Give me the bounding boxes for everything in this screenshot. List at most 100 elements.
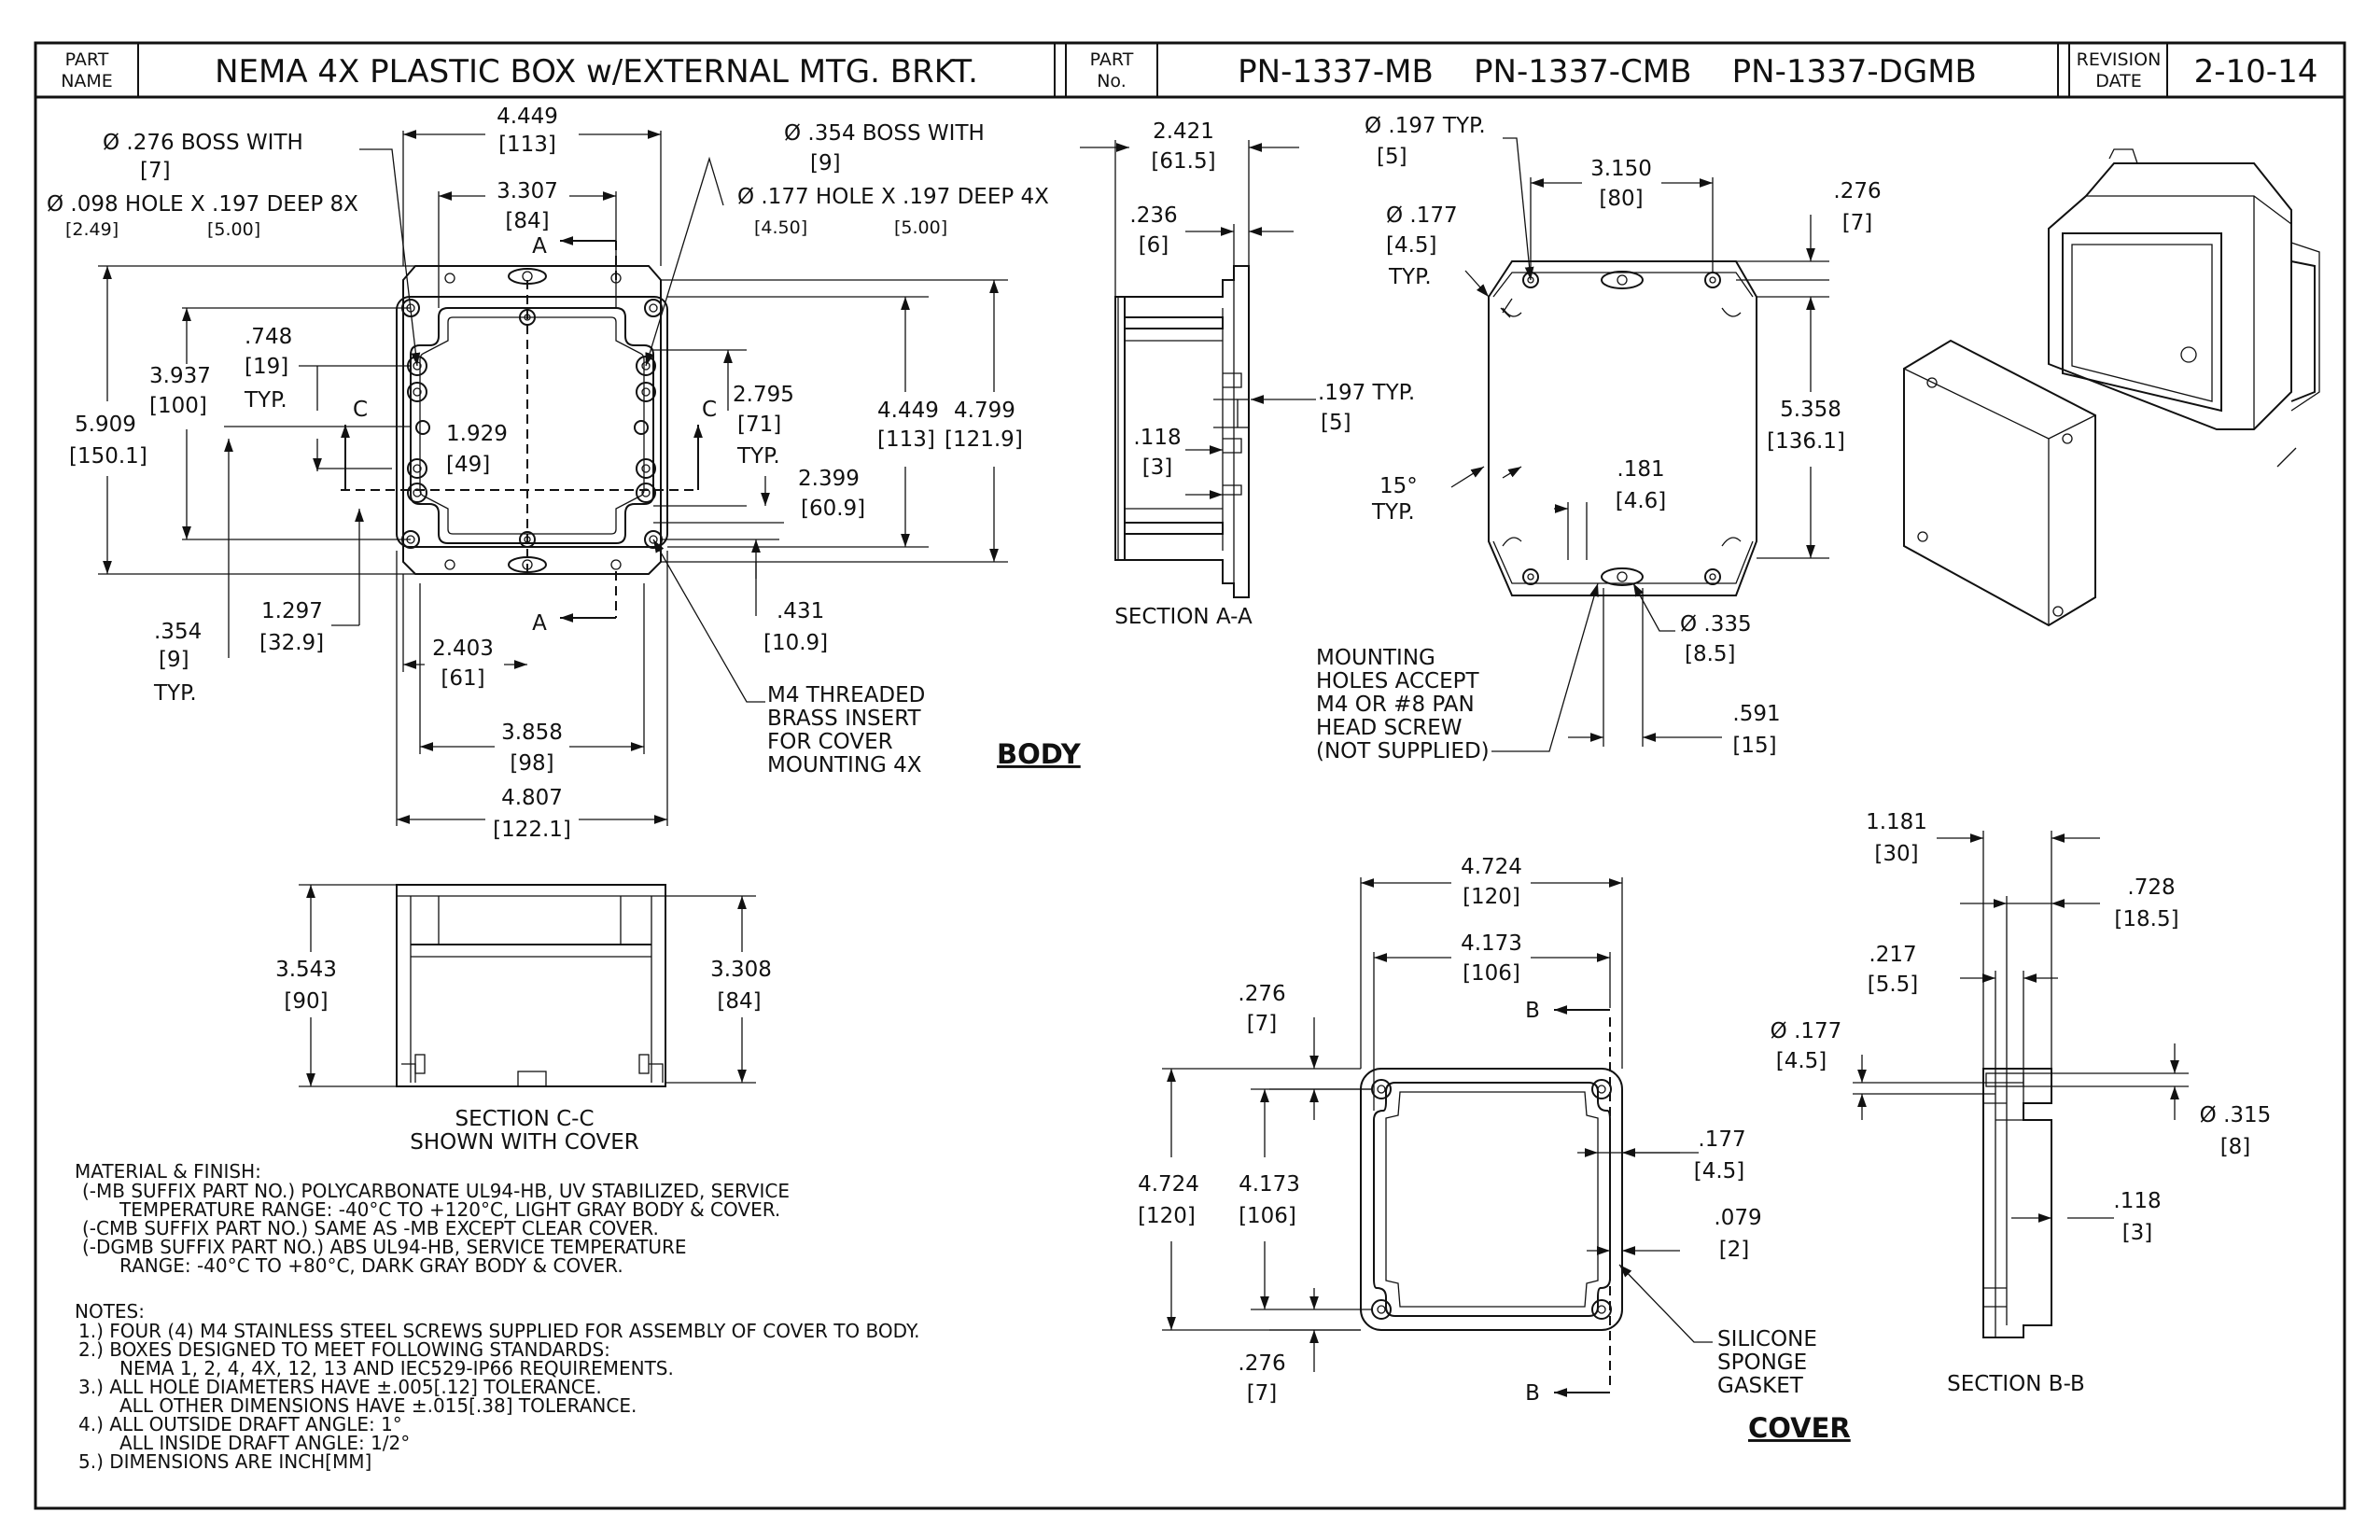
dimension-label: TYP. (153, 681, 197, 706)
dimension-label: [100] (149, 394, 207, 418)
dimension-label: .276 (1833, 179, 1881, 203)
dimension-label: [4.50] (754, 217, 807, 238)
dimension-label: 4.724 (1461, 855, 1522, 879)
dimension-label: 4.173 (1461, 931, 1522, 956)
dimension-label: [4.5] (1386, 233, 1437, 258)
dimension-label: C (353, 398, 368, 422)
cover-view (1360, 1017, 1623, 1391)
dimension-label: TYP. (736, 444, 780, 469)
cover-view-label: COVER (1748, 1412, 1851, 1444)
dimension-label: 3.858 (501, 721, 563, 745)
dimension-label: ALL INSIDE DRAFT ANGLE: 1/2° (119, 1432, 410, 1454)
dimension-label: 3.937 (149, 364, 211, 388)
dimension-label: .181 (1617, 457, 1664, 482)
dimension-label: Ø .177 HOLE X .197 DEEP 4X (737, 185, 1049, 209)
dimension-label: 5.358 (1780, 398, 1841, 422)
dimension-label: [18.5] (2114, 907, 2178, 931)
dimension-label: Ø .177 (1386, 203, 1458, 228)
section-bb-label: SECTION B-B (1947, 1372, 2085, 1396)
dimension-label: [4.5] (1694, 1159, 1745, 1183)
sheet-border (34, 41, 2346, 1510)
dimension-label: 15° (1379, 474, 1418, 498)
dimension-label: A (532, 234, 547, 259)
dimension-label: Ø .276 BOSS WITH (103, 131, 303, 155)
dimension-label: [113] (498, 133, 556, 157)
dimension-label: [2.49] (65, 219, 119, 240)
dimension-label: .118 (1133, 426, 1181, 450)
dimension-label: B (1525, 999, 1540, 1023)
dimension-label: [9] (810, 151, 841, 175)
dimension-label: .728 (2127, 875, 2175, 900)
section-bb-dimensions: 1.181 [30] .728 [18.5] .217 [5.5] Ø .177… (1771, 810, 2272, 1396)
dimension-label: [4.5] (1776, 1049, 1827, 1073)
dimension-label: [5.00] (894, 217, 947, 238)
section-aa (1114, 265, 1250, 598)
dimension-label: [120] (1138, 1204, 1196, 1228)
dimension-label: [90] (284, 989, 328, 1014)
dimension-label: [10.9] (763, 631, 828, 655)
section-cc-dimensions: 3.543 [90] 3.308 [84] SECTION C-C SHOWN … (275, 884, 772, 1155)
dimension-label: 4.173 (1239, 1172, 1300, 1197)
dimension-label: 3.307 (497, 179, 558, 203)
dimension-label: .276 (1238, 1351, 1285, 1376)
dimension-label: [61.5] (1151, 149, 1215, 174)
dimension-label: .197 TYP. (1318, 381, 1415, 405)
dimension-label: BRASS INSERT (767, 707, 921, 731)
dimension-label: .079 (1714, 1206, 1761, 1230)
dimension-label: 4.799 (954, 399, 1015, 423)
dimension-label: 2.403 (432, 637, 494, 661)
dimension-label: 2.795 (733, 383, 794, 407)
dimension-label: 5.) DIMENSIONS ARE INCH[MM] (78, 1450, 371, 1473)
dimension-label: 1.297 (261, 599, 323, 623)
revision-label-2: DATE (2095, 71, 2141, 91)
dimension-label: [3] (2122, 1221, 2153, 1245)
dimension-label: 2.421 (1153, 119, 1214, 144)
dimension-label: MOUNTING 4X (767, 753, 922, 777)
dimension-label: [15] (1732, 734, 1776, 758)
dimension-label: GASKET (1717, 1374, 1804, 1398)
dimension-label: MATERIAL & FINISH: (75, 1160, 261, 1183)
dimension-label: [7] (140, 159, 171, 183)
dimension-label: [121.9] (945, 427, 1023, 452)
dimension-label: [4.6] (1616, 489, 1667, 513)
part-name: NEMA 4X PLASTIC BOX w/EXTERNAL MTG. BRKT… (215, 53, 978, 91)
dimension-label: (-MB SUFFIX PART NO.) POLYCARBONATE UL94… (82, 1180, 790, 1202)
dimension-label: .591 (1732, 702, 1780, 726)
revision-date: 2-10-14 (2194, 53, 2318, 91)
dimension-label: 2.) BOXES DESIGNED TO MEET FOLLOWING STA… (78, 1338, 610, 1361)
dimension-label: [5.00] (207, 219, 260, 240)
dimension-label: SECTION C-C (455, 1107, 594, 1131)
dimension-label: [7] (1247, 1381, 1278, 1406)
dimension-label: [3] (1142, 455, 1173, 480)
dimension-label: .748 (245, 325, 292, 349)
dimension-label: 2.399 (798, 467, 860, 491)
dimension-label: 4.449 (877, 399, 939, 423)
dimension-label: [120] (1463, 885, 1520, 909)
dimension-label: [8] (2220, 1135, 2251, 1159)
dimension-label: .354 (154, 620, 202, 644)
dimension-label: (-DGMB SUFFIX PART NO.) ABS UL94-HB, SER… (82, 1236, 687, 1258)
dimension-label: M4 OR #8 PAN (1316, 693, 1475, 717)
dimension-label: [9] (159, 648, 189, 672)
revision-label: REVISION (2077, 49, 2162, 70)
dimension-label: [136.1] (1767, 429, 1845, 454)
dimension-label: TYP. (1388, 265, 1432, 289)
dimension-label: [61] (441, 666, 484, 691)
dimension-label: [84] (717, 989, 761, 1014)
dimension-label: MOUNTING (1316, 646, 1435, 670)
title-block: PART NAME NEMA 4X PLASTIC BOX w/EXTERNAL… (35, 43, 2345, 99)
dimension-label: [98] (510, 751, 553, 776)
dimension-label: 1.181 (1866, 810, 1927, 834)
dimension-label: HEAD SCREW (1316, 716, 1463, 740)
dimension-label: TYP. (244, 388, 287, 413)
dimension-label: 4.724 (1138, 1172, 1199, 1197)
section-aa-label: SECTION A-A (1114, 605, 1253, 629)
part-name-label: PART (65, 49, 109, 70)
dimension-label: A (532, 611, 547, 636)
dimension-label: 1.929 (446, 422, 508, 446)
dimension-label: [5.5] (1868, 973, 1919, 997)
dimension-label: [30] (1874, 842, 1918, 866)
dimension-label: 3.308 (710, 958, 772, 982)
dimension-label: Ø .197 TYP. (1365, 114, 1486, 138)
